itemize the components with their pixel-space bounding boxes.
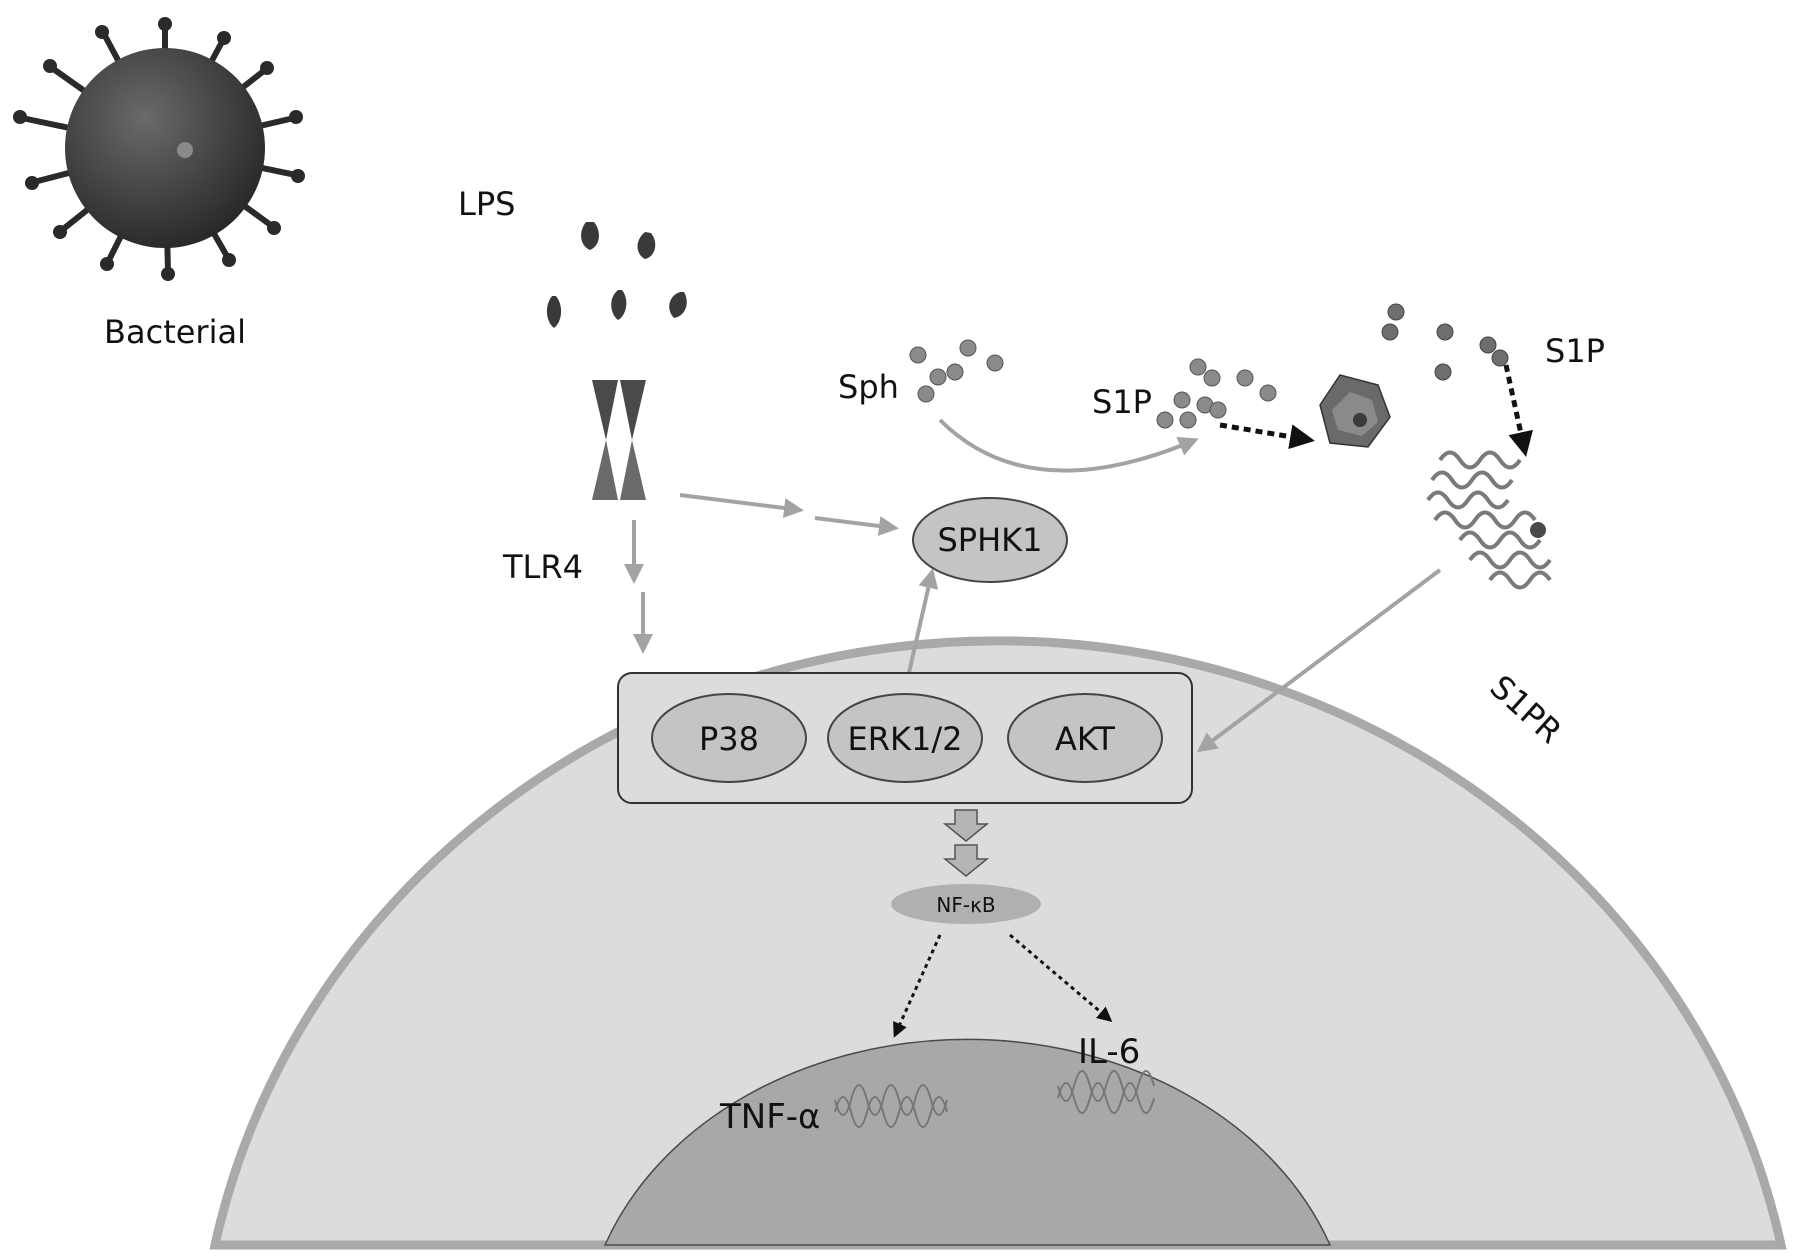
erk-label: ERK1/2 [848, 720, 963, 758]
bacterial-label: Bacterial [104, 313, 246, 351]
sphk1-label: SPHK1 [937, 521, 1042, 559]
p38-node [651, 693, 807, 783]
tnf-gene-icon [834, 1084, 948, 1128]
p38-label: P38 [699, 720, 759, 758]
s1p-molecules-outside [1381, 303, 1509, 381]
s1p-molecules-inside [1156, 358, 1277, 429]
gray-arrows [624, 418, 1442, 753]
sph-label: Sph [838, 368, 899, 406]
s1p-transporter-icon [1319, 374, 1391, 448]
dotted-arrows [1219, 364, 1533, 457]
nfkb-label: NF-κB [936, 893, 995, 917]
s1p-outside-label: S1P [1545, 332, 1605, 370]
s1p-bound-molecule [1530, 522, 1546, 538]
erk-node [827, 693, 983, 783]
akt-label: AKT [1055, 720, 1115, 758]
nfkb-node [891, 884, 1041, 924]
bacterium-icon [13, 17, 305, 281]
s1p-inside-label: S1P [1092, 383, 1152, 421]
s1pr-receptor-icon [1426, 450, 1552, 590]
il6-label: IL-6 [1078, 1032, 1140, 1072]
il6-gene-icon [1057, 1070, 1155, 1114]
s1pr-label: S1PR [1483, 668, 1570, 751]
lps-label: LPS [458, 185, 515, 223]
sphk1-node [912, 497, 1068, 583]
nucleus [603, 1038, 1332, 1246]
akt-node [1007, 693, 1163, 783]
sph-molecules [909, 339, 1004, 403]
tlr4-receptor-icon [592, 380, 646, 500]
tlr4-label: TLR4 [502, 548, 583, 586]
block-arrows [942, 809, 990, 877]
cell-body [209, 636, 1787, 1250]
lps-particles [546, 222, 687, 328]
dotted-arrows-nfkb [893, 933, 1113, 1038]
tnf-label: TNF-α [719, 1097, 820, 1137]
